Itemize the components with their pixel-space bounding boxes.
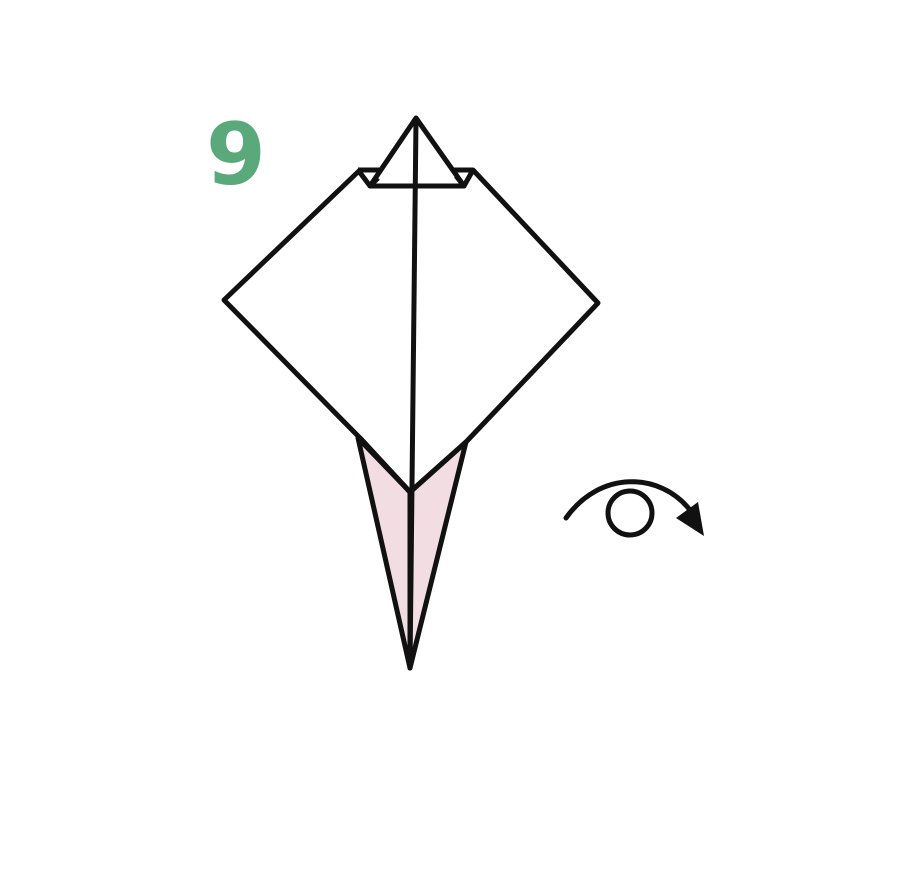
step-number: 9 bbox=[206, 105, 266, 205]
head-flap-right-corner bbox=[454, 168, 476, 189]
diamond-lower-v bbox=[358, 436, 468, 495]
head-flap-left-corner bbox=[356, 168, 380, 189]
turn-over-icon bbox=[563, 479, 704, 538]
center-crease bbox=[407, 117, 419, 671]
